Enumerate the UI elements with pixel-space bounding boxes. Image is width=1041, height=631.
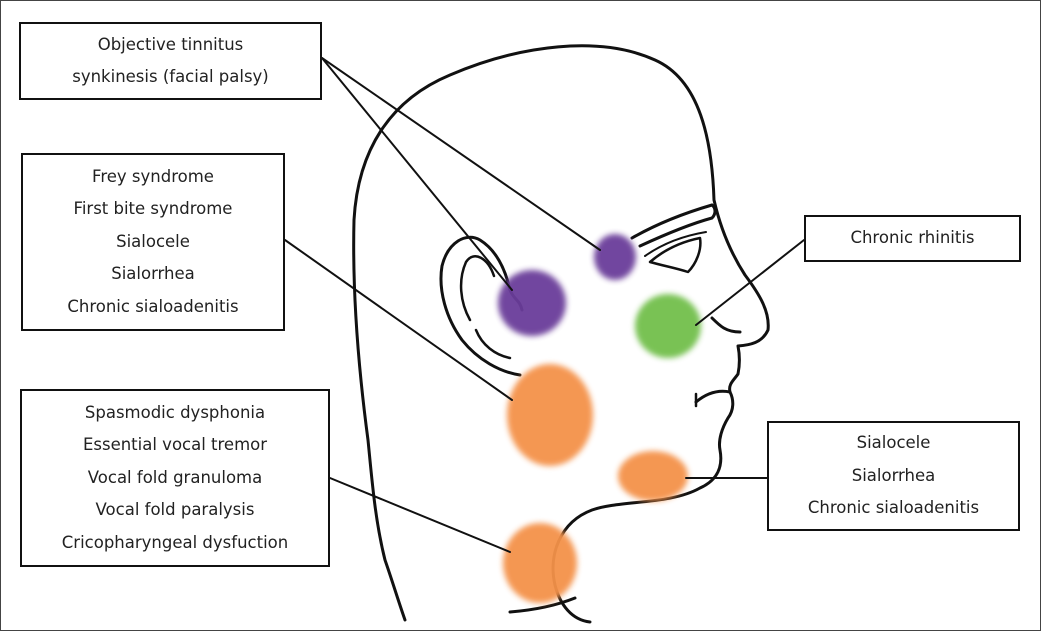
label-line: Chronic rhinitis xyxy=(850,228,975,248)
mouth xyxy=(694,389,732,404)
leader-tinnitus-to-facial xyxy=(321,57,601,251)
label-box-tinnitus-synkinesis: Objective tinnitus synkinesis (facial pa… xyxy=(19,22,322,100)
eye xyxy=(648,236,702,274)
label-box-laryngeal-conditions: Spasmodic dysphonia Essential vocal trem… xyxy=(20,389,330,567)
label-line: synkinesis (facial palsy) xyxy=(72,67,269,86)
label-line: Sialocele xyxy=(856,433,931,453)
region-nasal-green xyxy=(635,294,701,358)
label-line: Frey syndrome xyxy=(92,166,214,186)
region-laryngeal-orange xyxy=(503,523,577,603)
region-submandibular-orange xyxy=(618,451,688,501)
leader-rhinitis-to-nasal xyxy=(695,239,805,326)
label-line: Sialocele xyxy=(116,231,190,251)
label-line: Chronic sialoadenitis xyxy=(807,498,980,518)
label-line: Objective tinnitus xyxy=(97,34,244,54)
label-box-rhinitis: Chronic rhinitis xyxy=(804,215,1021,262)
label-line: Cricopharyngeal dysfuction xyxy=(61,532,289,552)
leader-frey-to-parotid-orange xyxy=(284,239,513,401)
leader-laryngeal-to-neck xyxy=(329,477,511,553)
label-line: Spasmodic dysphonia xyxy=(84,402,266,422)
label-box-submandibular-conditions: Sialocele Sialorrhea Chronic sialoadenit… xyxy=(767,421,1020,531)
eye-upper-lid xyxy=(644,231,707,257)
leader-tinnitus-to-parotid xyxy=(321,57,513,291)
label-box-parotid-conditions: Frey syndrome First bite syndrome Sialoc… xyxy=(21,153,285,331)
label-line: First bite syndrome xyxy=(73,199,233,219)
ear-inner xyxy=(459,255,512,360)
label-line: Essential vocal tremor xyxy=(82,435,268,455)
label-line: Sialorrhea xyxy=(851,465,936,485)
region-facial-nerve-purple-small xyxy=(594,234,636,280)
region-parotid-orange xyxy=(507,364,593,466)
label-line: Chronic sialoadenitis xyxy=(67,296,239,316)
label-line: Vocal fold paralysis xyxy=(95,500,255,520)
region-parotid-purple-large xyxy=(498,270,566,336)
nostril xyxy=(710,316,742,334)
label-line: Vocal fold granuloma xyxy=(87,467,263,487)
neck-line xyxy=(508,596,577,614)
label-line: Sialorrhea xyxy=(111,264,195,284)
eyebrow xyxy=(630,203,717,248)
